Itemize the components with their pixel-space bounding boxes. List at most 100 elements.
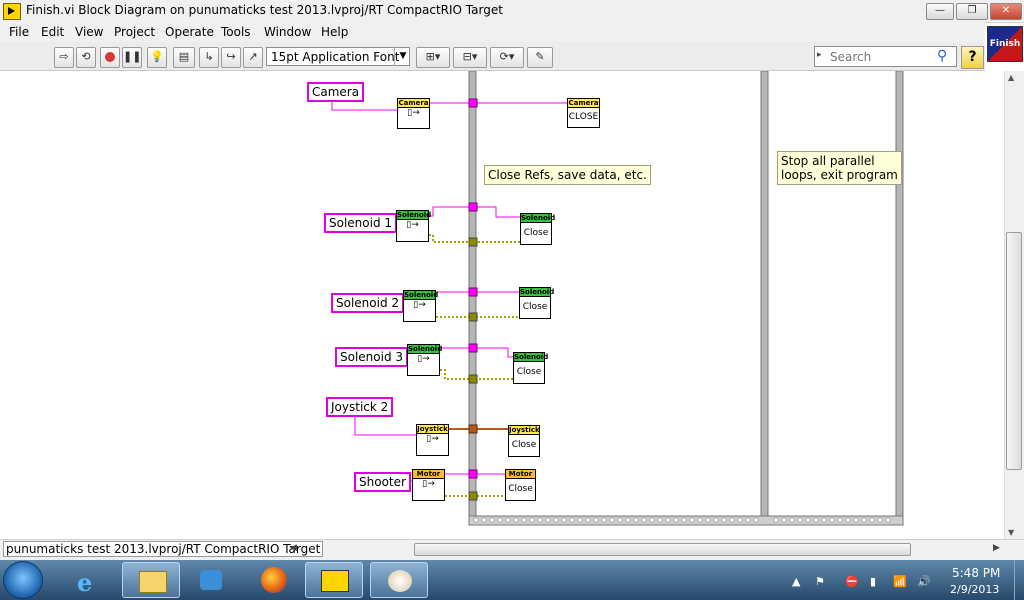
window-title: Finish.vi Block Diagram on punumaticks t… [26,3,503,17]
clock-time[interactable]: 5:48 PM [952,566,1001,580]
show-hidden-icons[interactable]: ▲ [792,575,801,588]
diagram-wires [331,71,904,526]
start-button[interactable] [3,561,43,599]
firefox-icon[interactable] [244,562,302,598]
joystick2-control[interactable]: Joystick 2 [326,397,394,417]
run-continuously-button[interactable]: ⟲ [76,47,96,68]
context-help-button[interactable]: ? [961,46,984,69]
security-icon[interactable]: ⛔ [845,575,859,588]
node-title: Motor [506,470,535,479]
abort-button[interactable] [100,47,120,68]
camera-control[interactable]: Camera [307,82,365,102]
camera-get-ref-node[interactable]: Camera ▯→ [397,98,430,129]
reorder-icon[interactable]: ⟳▾ [490,47,524,68]
menu-view[interactable]: View [75,25,104,39]
show-desktop-button[interactable] [1014,560,1024,600]
block-diagram-canvas[interactable] [0,71,1004,539]
maximize-button[interactable]: ❐ [956,3,988,20]
tunnel-solenoid2-ref[interactable] [468,287,478,297]
shooter-control[interactable]: Shooter [354,472,411,492]
comment-stop-loops[interactable]: Stop all parallel loops, exit program [777,151,902,185]
tunnel-shooter-ref[interactable] [468,469,478,479]
solenoid3-close-node[interactable]: Solenoid Close [513,352,549,384]
motor-get-ref-node[interactable]: Motor ▯→ [412,469,445,501]
frame-border-left [468,71,477,524]
scroll-down-icon[interactable]: ▼ [1008,528,1015,537]
frame-border-right [895,71,904,524]
solenoid2-control[interactable]: Solenoid 2 [331,293,405,313]
ref-icon: ▯→ [417,354,430,364]
tunnel-solenoid3-ref[interactable] [468,343,478,353]
distribute-objects-icon[interactable]: ⊟▾ [453,47,487,68]
scroll-up-icon[interactable]: ▲ [1008,73,1015,82]
solenoid1-close-node[interactable]: Solenoid Close [520,213,555,245]
internet-explorer-icon[interactable]: e [77,568,93,597]
node-action: Close [523,228,549,238]
tunnel-joystick[interactable] [468,424,478,434]
solenoid3-control[interactable]: Solenoid 3 [335,347,409,367]
node-title: Solenoid [514,353,549,362]
menu-operate[interactable]: Operate [165,25,214,39]
minimize-button[interactable]: — [926,3,954,20]
solenoid2-close-node[interactable]: Solenoid Close [519,287,554,319]
solenoid2-get-ref-node[interactable]: Solenoid ▯→ [403,290,438,322]
horizontal-scrollbar-thumb[interactable] [414,543,911,556]
search-dropdown-icon[interactable]: ▸ [817,50,822,60]
solenoid1-control[interactable]: Solenoid 1 [324,213,398,233]
search-input[interactable] [830,50,930,64]
node-action: Close [511,440,537,450]
clean-up-diagram-icon[interactable]: ✎ [527,47,553,68]
clock-date[interactable]: 2/9/2013 [950,583,1000,596]
menu-help[interactable]: Help [321,25,349,39]
vertical-scrollbar-thumb[interactable] [1006,232,1022,470]
close-button[interactable]: ✕ [990,3,1022,20]
action-center-icon[interactable]: ⚑ [815,575,825,588]
search-icon[interactable]: ⚲ [937,48,948,64]
scroll-right-icon[interactable]: ▶ [993,543,1000,553]
battery-icon[interactable]: ▮ [870,575,877,588]
run-button[interactable]: ⇨ [54,47,74,68]
frame-border-middle [760,71,769,524]
explorer-icon[interactable] [122,562,180,598]
menu-window[interactable]: Window [264,25,312,39]
volume-icon[interactable]: 🔊 [917,575,931,588]
node-title: Joystick [509,426,540,435]
ref-icon: ▯→ [407,108,420,118]
align-objects-icon[interactable]: ⊞▾ [416,47,450,68]
solenoid3-get-ref-node[interactable]: Solenoid ▯→ [407,344,443,376]
joystick-close-node[interactable]: Joystick Close [508,425,540,457]
tunnel-solenoid1-ref[interactable] [468,202,478,212]
menu-project[interactable]: Project [114,25,156,39]
camera-close-node[interactable]: Camera CLOSE [567,98,600,128]
step-over-icon[interactable]: ↪ [221,47,241,68]
joystick-get-ref-node[interactable]: Joystick ▯→ [416,424,449,456]
tunnel-solenoid3-error[interactable] [468,374,478,384]
comment-close-refs[interactable]: Close Refs, save data, etc. [484,165,651,185]
paint-icon[interactable] [370,562,428,598]
node-action: Close [522,302,548,312]
step-out-icon[interactable]: ↗ [243,47,263,68]
scroll-left-icon[interactable]: ◀ [290,543,297,553]
menu-edit[interactable]: Edit [41,25,65,39]
node-title: Solenoid [408,345,443,354]
pause-button[interactable]: ❚❚ [122,47,142,68]
labview-taskbar-icon[interactable] [305,562,363,598]
ref-icon: ▯→ [406,220,419,230]
media-player-icon[interactable] [182,562,240,598]
menu-file[interactable]: File [9,25,30,39]
tunnel-shooter-error[interactable] [468,491,478,501]
tunnel-solenoid1-error[interactable] [468,237,478,247]
retain-wire-values-icon[interactable]: ▤ [173,47,195,68]
tunnel-solenoid2-error[interactable] [468,312,478,322]
solenoid1-get-ref-node[interactable]: Solenoid ▯→ [396,210,431,242]
labview-app-icon[interactable] [3,3,21,20]
network-icon[interactable]: 📶 [893,575,907,588]
step-into-icon[interactable]: ↳ [199,47,219,68]
highlight-execution-icon[interactable]: 💡 [147,47,167,68]
chevron-down-icon[interactable]: ▼ [394,47,411,66]
vi-icon[interactable]: Finish [987,26,1023,62]
motor-close-node[interactable]: Motor Close [505,469,536,501]
tunnel-camera[interactable] [468,98,478,108]
font-select[interactable]: 15pt Application Font [266,47,410,66]
menu-tools[interactable]: Tools [221,25,251,39]
